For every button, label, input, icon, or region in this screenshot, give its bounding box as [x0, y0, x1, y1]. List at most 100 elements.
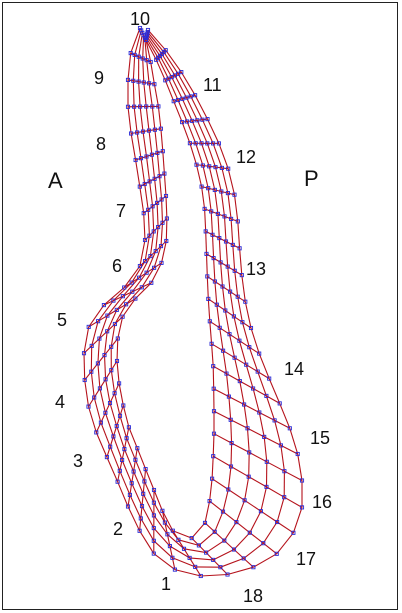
mesh-segment: [219, 238, 220, 262]
mesh-segment: [149, 83, 152, 106]
mesh-segment: [213, 434, 214, 457]
mesh-segment: [217, 305, 220, 328]
mesh-segment: [187, 121, 192, 122]
mesh-segment: [264, 437, 267, 462]
mesh-segment: [155, 179, 158, 203]
mesh-segment: [144, 213, 145, 240]
mesh-segment: [153, 206, 154, 231]
mesh-segment: [259, 354, 269, 379]
mesh-segment: [202, 119, 207, 120]
mesh-segment: [233, 245, 235, 271]
mesh-segment: [213, 560, 220, 567]
mesh-segment: [140, 187, 144, 214]
mesh-segment: [155, 130, 158, 153]
mesh-segment: [249, 477, 267, 487]
point-label-7: 7: [116, 201, 126, 221]
mesh-segment: [128, 53, 131, 80]
mesh-segment: [91, 372, 94, 398]
mesh-segment: [134, 107, 137, 133]
mesh-segment: [94, 398, 101, 423]
point-label-15: 15: [310, 428, 330, 448]
mesh-segment: [203, 166, 209, 167]
mesh-segment: [230, 334, 235, 358]
mesh-segment: [197, 120, 202, 121]
mesh-segment: [190, 558, 214, 560]
point-label-10: 10: [130, 9, 150, 29]
point-label-5: 5: [57, 310, 67, 330]
mesh-segment: [100, 388, 106, 412]
mesh-segment: [212, 344, 214, 366]
mesh-segment: [143, 59, 144, 83]
mesh-segment: [187, 96, 191, 97]
mesh-segment: [231, 219, 233, 245]
mesh-segment: [244, 405, 247, 429]
mesh-segment: [215, 512, 223, 532]
mesh-segment: [277, 497, 284, 522]
mesh-segment: [140, 531, 154, 554]
mesh-segment: [222, 168, 228, 169]
mesh-segment: [144, 83, 149, 84]
mesh-segment: [143, 132, 147, 157]
mesh-segment: [192, 121, 201, 143]
mesh-segment: [235, 358, 240, 381]
mesh-segment: [182, 99, 192, 121]
mesh-segment: [106, 379, 110, 403]
point-label-1: 1: [161, 574, 171, 594]
mesh-segment: [208, 188, 211, 211]
mesh-segment: [226, 242, 228, 267]
side-label-anterior: A: [48, 168, 63, 193]
mesh-segment: [152, 155, 155, 179]
mesh-segment: [214, 434, 232, 443]
mesh-segment: [152, 107, 155, 130]
side-label-posterior: P: [304, 166, 319, 191]
mesh-segment: [248, 428, 250, 452]
mesh-segment: [223, 351, 226, 374]
mesh-segment: [261, 511, 277, 522]
mesh-segment: [205, 209, 206, 232]
mesh-segment: [123, 406, 129, 428]
mesh-segment: [242, 275, 246, 302]
point-label-4: 4: [55, 392, 65, 412]
mesh-segment: [139, 82, 144, 83]
mesh-segment: [240, 381, 244, 404]
mesh-segment: [215, 282, 217, 305]
mesh-segment: [228, 490, 244, 501]
mesh-segment: [210, 321, 212, 344]
mesh-segment: [154, 84, 158, 106]
mesh-segment: [98, 363, 100, 388]
mesh-segment: [136, 160, 140, 187]
mesh-segment: [245, 500, 261, 511]
mesh-segment: [214, 258, 215, 281]
mesh-segment: [216, 167, 222, 191]
mesh-segment: [213, 235, 214, 258]
mesh-segment: [235, 271, 238, 297]
mesh-segment: [250, 511, 261, 533]
mesh-segment: [166, 50, 182, 72]
mesh-segment: [259, 413, 264, 437]
mesh-segment: [129, 427, 137, 448]
point-label-13: 13: [246, 259, 266, 279]
point-label-17: 17: [296, 549, 316, 569]
wall-mesh: [82, 26, 303, 577]
mesh-segment: [85, 380, 89, 407]
mesh-segment: [205, 501, 210, 523]
mesh-segment: [202, 187, 205, 209]
mesh-segment: [223, 490, 228, 512]
mesh-segment: [236, 500, 244, 522]
mesh-segment: [231, 420, 248, 429]
mesh-segment: [157, 153, 159, 176]
mesh-segment: [174, 100, 178, 101]
mesh-segment: [212, 479, 228, 490]
mesh-segment: [277, 522, 293, 533]
mesh-segment: [131, 134, 136, 161]
mesh-segment: [253, 554, 276, 567]
mesh-segment: [214, 258, 221, 262]
mesh-segment: [231, 420, 232, 443]
mesh-segment: [161, 223, 163, 246]
mesh-segment: [178, 99, 182, 100]
mesh-segment: [222, 168, 228, 193]
mesh-segment: [229, 397, 231, 420]
mesh-segment: [228, 267, 235, 271]
mesh-segment: [218, 214, 219, 238]
mesh-segment: [220, 567, 227, 574]
